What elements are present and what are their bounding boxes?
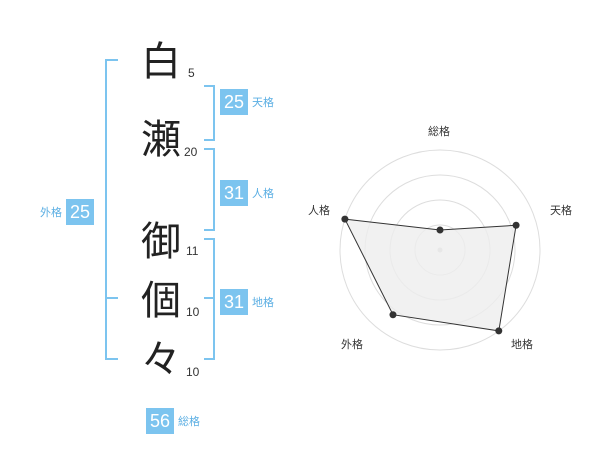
stroke-count-3: 11 [186, 244, 199, 258]
radar-ring [339, 149, 541, 351]
radar-series-polygon [344, 218, 517, 332]
jinkaku-value: 31 [220, 180, 248, 206]
radar-point-4 [341, 215, 349, 223]
gaikaku-badge: 外格 25 [40, 199, 94, 225]
name-char-1: 白 [141, 39, 181, 85]
jinkaku-badge: 31 人格 [220, 180, 274, 206]
stroke-count-5: 10 [186, 365, 200, 379]
radar-point-0 [436, 226, 444, 234]
soukaku-label: 総格 [178, 415, 200, 428]
chikaku-label: 地格 [252, 296, 274, 309]
stroke-count-1: 5 [188, 66, 195, 80]
stroke-count-4: 10 [186, 305, 200, 319]
stroke-count-2: 20 [184, 145, 198, 159]
tenkaku-badge: 25 天格 [220, 89, 274, 115]
radar-point-3 [389, 311, 397, 319]
radar-axis-label-gaikaku: 外格 [341, 338, 363, 351]
tenkaku-value: 25 [220, 89, 248, 115]
gaikaku-value: 25 [66, 199, 94, 225]
name-char-2: 瀬 [141, 117, 181, 163]
tenkaku-bracket [204, 85, 215, 141]
name-char-4: 個 [141, 278, 181, 324]
chikaku-value: 31 [220, 289, 248, 315]
radar-axis-label-tenkaku: 天格 [550, 204, 572, 217]
radar-axis-label-soukaku: 総格 [428, 125, 450, 138]
tenkaku-label: 天格 [252, 96, 274, 109]
jinkaku-label: 人格 [252, 187, 274, 200]
jinkaku-bracket [204, 148, 215, 231]
soukaku-value: 56 [146, 408, 174, 434]
gaikaku-bracket [105, 59, 118, 360]
soukaku-badge: 56 総格 [146, 408, 200, 434]
radar-axis-label-jinkaku: 人格 [308, 204, 330, 217]
gaikaku-label: 外格 [40, 206, 62, 219]
name-char-3: 御 [141, 219, 181, 265]
name-char-5: 々 [141, 337, 181, 383]
chikaku-badge: 31 地格 [220, 289, 274, 315]
radar-point-2 [495, 327, 503, 335]
radar-point-1 [512, 221, 520, 229]
radar-axis-label-chikaku: 地格 [511, 338, 533, 351]
